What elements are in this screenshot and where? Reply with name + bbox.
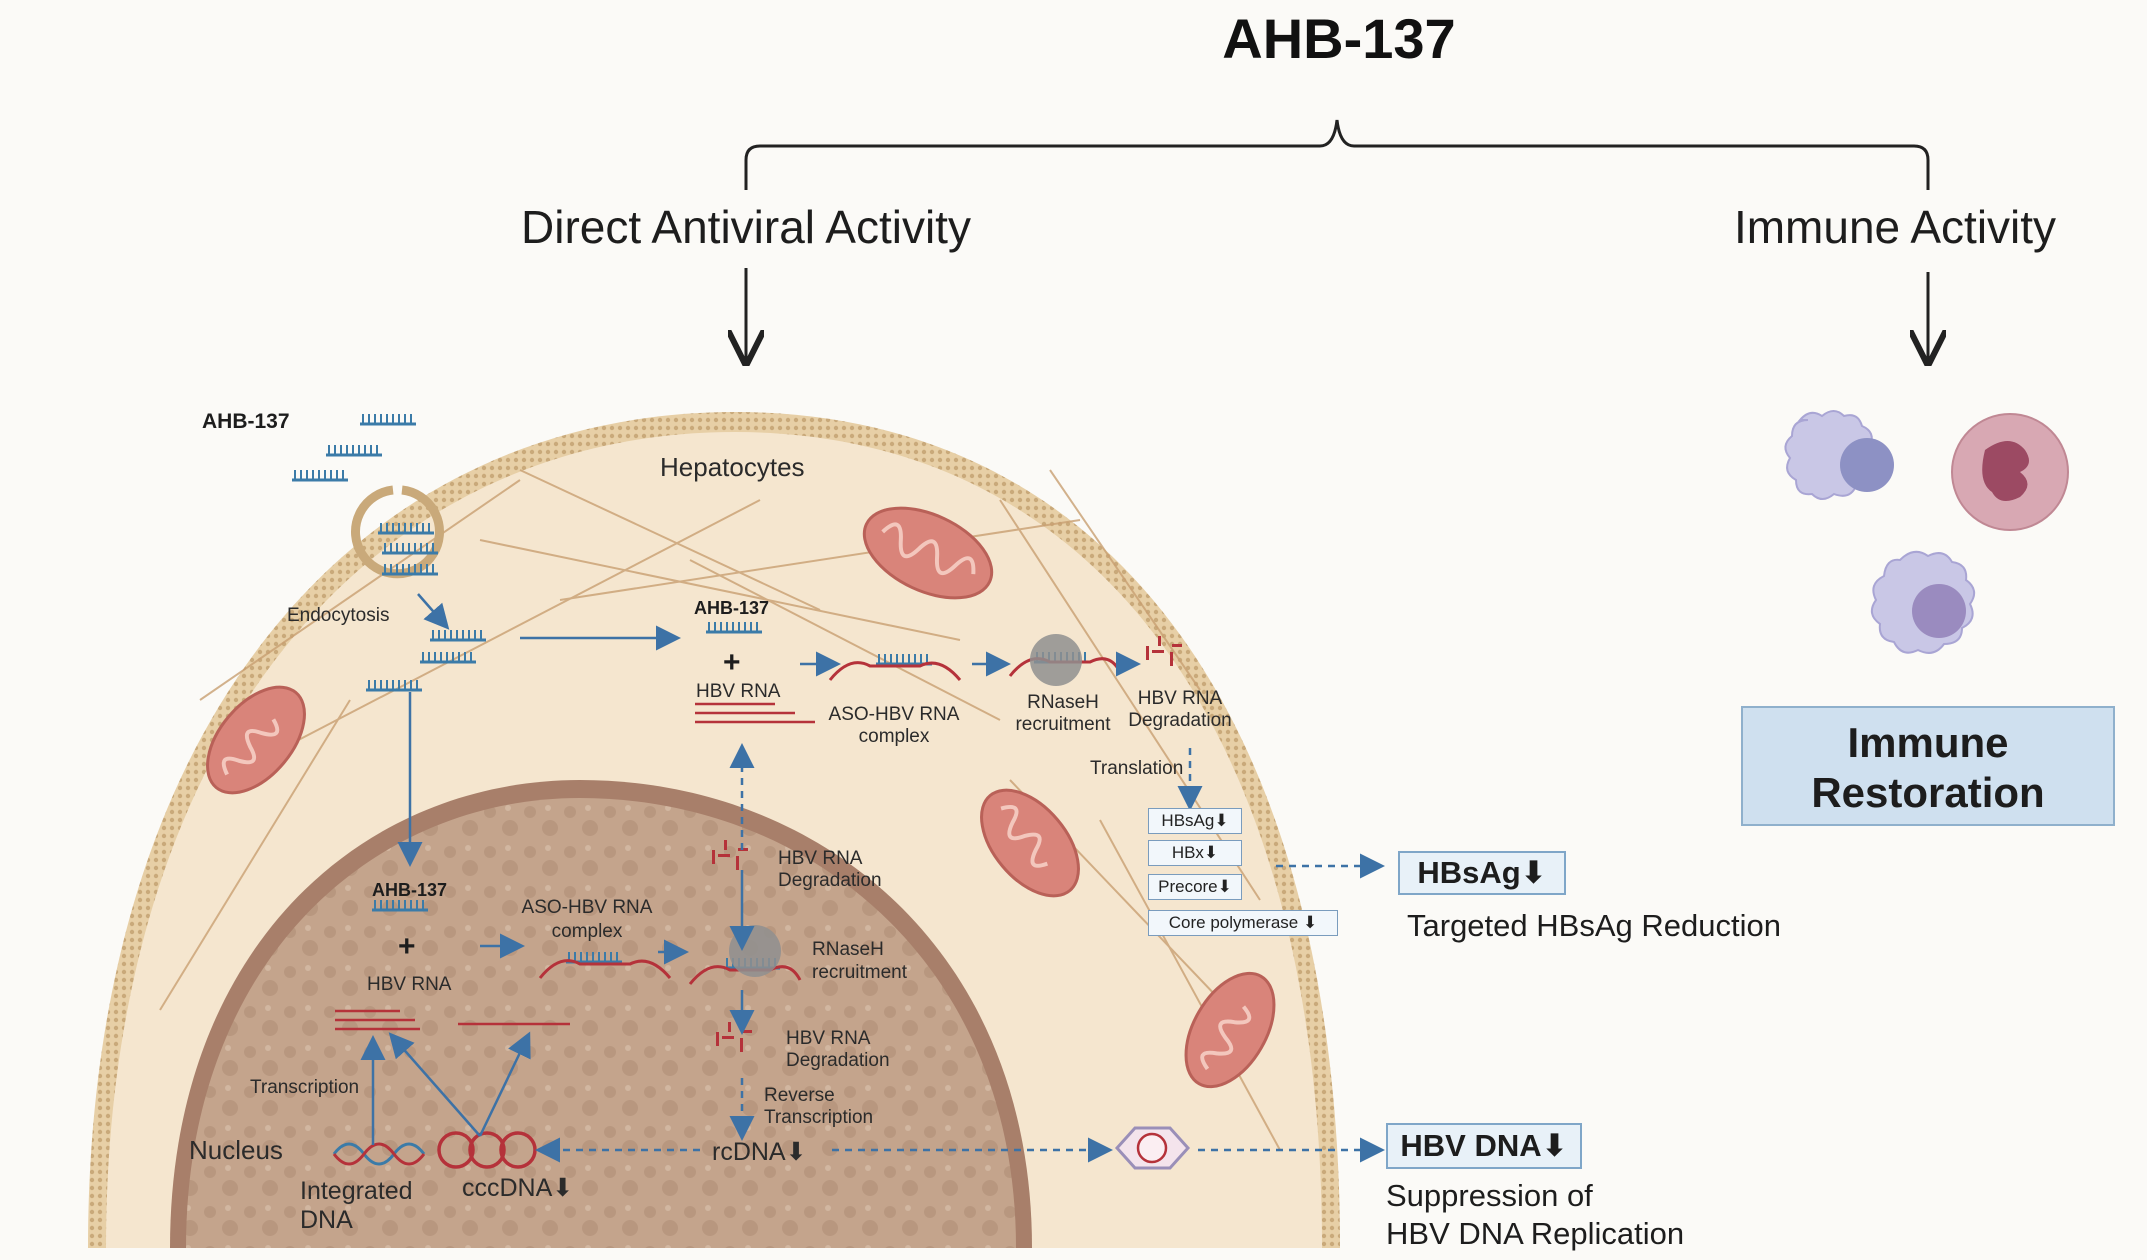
nuc-plus: + bbox=[398, 930, 416, 963]
nuc-degr-top-label-1: HBV RNA bbox=[778, 848, 863, 869]
rnaseh-enzymes bbox=[729, 634, 1082, 977]
ahb-outside-label: AHB-137 bbox=[202, 410, 290, 433]
immune-cell-2 bbox=[1951, 413, 2069, 531]
integrated-dna-label-1: Integrated bbox=[300, 1177, 413, 1205]
aso-molecule bbox=[360, 414, 416, 426]
nuc-complex-label-1: ASO-HBV RNA bbox=[522, 897, 653, 918]
integrated-dna-helix bbox=[332, 1142, 426, 1166]
cyto-plus: + bbox=[723, 646, 741, 679]
rcdna-label: rcDNA⬇ bbox=[712, 1138, 807, 1166]
pathway-arrows bbox=[360, 593, 1141, 1145]
cyto-complex-label-1: ASO-HBV RNA bbox=[829, 704, 960, 725]
immune-restoration-line-2: Restoration bbox=[1811, 769, 2045, 816]
aso-molecule bbox=[382, 543, 438, 555]
translation-label: Translation bbox=[1090, 758, 1183, 779]
hbvdna-outcome-text-1: Suppression of bbox=[1386, 1178, 1593, 1213]
cyto-degr-label-1: HBV RNA bbox=[1138, 688, 1223, 709]
cyto-complex-label-2: complex bbox=[859, 726, 930, 747]
nuc-ahb-label: AHB-137 bbox=[372, 880, 447, 900]
nuc-rnaseh-label-1: RNaseH bbox=[812, 939, 884, 960]
hbsag-outcome-box: HBsAg⬇ bbox=[1398, 851, 1566, 895]
hbvdna-outcome-text-2: HBV DNA Replication bbox=[1386, 1216, 1685, 1251]
cyto-rnaseh-label-2: recruitment bbox=[1015, 714, 1111, 735]
nuc-degr-bot-label-2: Degradation bbox=[786, 1050, 890, 1071]
protein-hbx: HBx⬇ bbox=[1148, 840, 1242, 866]
nuc-rnaseh-label-2: recruitment bbox=[812, 962, 908, 983]
transcription-label: Transcription bbox=[250, 1077, 359, 1098]
mitochondrion-2 bbox=[206, 685, 306, 795]
aso-molecule bbox=[372, 900, 428, 912]
mitochondrion-4 bbox=[1184, 971, 1276, 1089]
nucleus-label: Nucleus bbox=[189, 1135, 283, 1165]
mitochondrion-1 bbox=[862, 506, 994, 600]
mitochondrion-3 bbox=[980, 788, 1080, 898]
aso-molecule bbox=[378, 523, 434, 535]
aso-molecule bbox=[430, 630, 486, 642]
protein-hbsag: HBsAg⬇ bbox=[1148, 808, 1242, 834]
reverse-transcription-label-1: Reverse bbox=[764, 1085, 835, 1106]
aso-molecule bbox=[706, 622, 762, 634]
cyto-hbv-rna-label: HBV RNA bbox=[696, 681, 781, 702]
nuc-hbv-rna-label: HBV RNA bbox=[367, 974, 452, 995]
immune-cell-1 bbox=[1784, 410, 1894, 500]
endocytosis-label: Endocytosis bbox=[287, 605, 389, 626]
dashed-arrows bbox=[535, 743, 1385, 1163]
protein-core-polymerase: Core polymerase ⬇ bbox=[1148, 910, 1338, 936]
hepatocytes-label: Hepatocytes bbox=[660, 452, 805, 482]
integrated-dna-label-2: DNA bbox=[300, 1206, 353, 1234]
cyto-degr-label-2: Degradation bbox=[1128, 710, 1232, 731]
protein-precore: Precore⬇ bbox=[1148, 874, 1242, 900]
nuc-complex-label-2: complex bbox=[552, 921, 623, 942]
immune-restoration-box: Immune Restoration bbox=[1741, 706, 2115, 826]
aso-molecule bbox=[292, 470, 348, 482]
hbv-rna-strands bbox=[335, 702, 815, 1031]
direct-antiviral-heading: Direct Antiviral Activity bbox=[521, 201, 971, 253]
cyto-rnaseh-label-1: RNaseH bbox=[1027, 692, 1099, 713]
hbsag-outcome-text: Targeted HBsAg Reduction bbox=[1407, 908, 1781, 943]
branch-brace bbox=[744, 119, 1930, 190]
immune-activity-heading: Immune Activity bbox=[1734, 201, 2056, 253]
reverse-transcription-label-2: Transcription bbox=[764, 1107, 873, 1128]
nuc-degr-top-label-2: Degradation bbox=[778, 870, 882, 891]
aso-molecule bbox=[420, 652, 476, 664]
immune-cell-3 bbox=[1870, 550, 1976, 654]
immune-restoration-line-1: Immune bbox=[1847, 719, 2009, 766]
hbvdna-outcome-box: HBV DNA⬇ bbox=[1386, 1123, 1582, 1169]
hbv-virion bbox=[1114, 1126, 1191, 1170]
aso-molecule bbox=[382, 564, 438, 576]
nuc-degr-bot-label-1: HBV RNA bbox=[786, 1028, 871, 1049]
aso-molecule bbox=[326, 445, 382, 457]
aso-molecules bbox=[292, 414, 1090, 970]
cyto-ahb-label: AHB-137 bbox=[694, 598, 769, 618]
aso-molecule bbox=[366, 680, 422, 692]
cccdna-label: cccDNA⬇ bbox=[462, 1174, 573, 1202]
main-title: AHB-137 bbox=[1222, 7, 1455, 70]
